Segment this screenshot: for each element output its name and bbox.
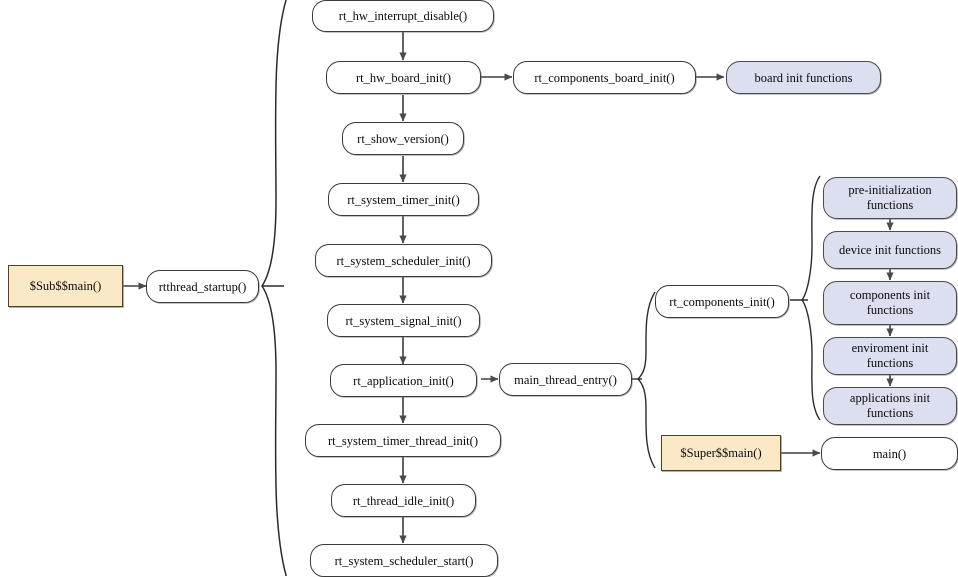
startup-brace xyxy=(261,0,288,576)
node-rt-components-board-init[interactable]: rt_components_board_init() xyxy=(513,61,696,94)
node-device-init-functions[interactable]: device init functions xyxy=(823,231,957,269)
node-rt-hw-board-init[interactable]: rt_hw_board_init() xyxy=(326,61,481,94)
node-rt-application-init[interactable]: rt_application_init() xyxy=(330,364,477,397)
node-rt-hw-interrupt-disable[interactable]: rt_hw_interrupt_disable() xyxy=(312,0,494,32)
node-rt-thread-idle-init[interactable]: rt_thread_idle_init() xyxy=(331,484,476,517)
node-sub-main[interactable]: $Sub$$main() xyxy=(8,265,123,307)
node-rt-system-timer-thread-init[interactable]: rt_system_timer_thread_init() xyxy=(305,424,501,457)
node-rt-components-init[interactable]: rt_components_init() xyxy=(655,285,789,318)
node-rt-system-scheduler-init[interactable]: rt_system_scheduler_init() xyxy=(315,244,492,277)
node-pre-initialization-functions[interactable]: pre-initialization functions xyxy=(823,177,957,219)
components-brace xyxy=(790,175,821,421)
node-main-thread-entry[interactable]: main_thread_entry() xyxy=(499,363,632,396)
node-enviroment-init-functions[interactable]: enviroment init functions xyxy=(823,337,957,375)
node-rt-system-scheduler-start[interactable]: rt_system_scheduler_start() xyxy=(310,544,498,577)
node-board-init-functions[interactable]: board init functions xyxy=(726,61,881,94)
node-rt-system-timer-init[interactable]: rt_system_timer_init() xyxy=(328,183,479,216)
node-rt-system-signal-init[interactable]: rt_system_signal_init() xyxy=(327,304,480,337)
node-rt-show-version[interactable]: rt_show_version() xyxy=(342,122,464,155)
node-super-main[interactable]: $Super$$main() xyxy=(661,435,781,471)
node-components-init-functions[interactable]: components init functions xyxy=(823,281,957,325)
node-applications-init-functions[interactable]: applications init functions xyxy=(823,387,957,425)
node-rtthread-startup[interactable]: rtthread_startup() xyxy=(146,270,259,303)
node-main[interactable]: main() xyxy=(821,437,958,470)
